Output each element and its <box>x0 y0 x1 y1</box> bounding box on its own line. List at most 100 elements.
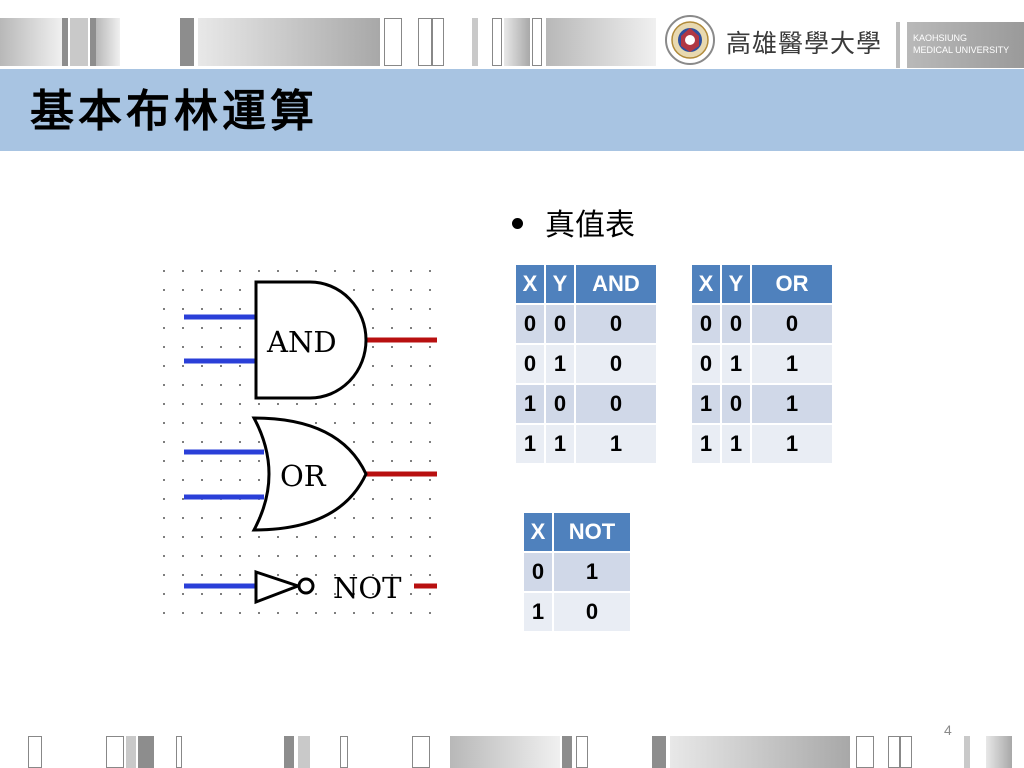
table-header-row: X NOT <box>524 513 630 551</box>
table-cell: 1 <box>516 425 544 463</box>
decor-bar <box>856 736 874 768</box>
column-header: X <box>692 265 720 303</box>
decor-bar <box>504 18 530 66</box>
logic-gate-diagram: AND OR NOT <box>160 262 442 618</box>
page-title: 基本布林運算 <box>30 86 318 137</box>
column-header: AND <box>576 265 656 303</box>
table-cell: 0 <box>722 305 750 343</box>
not-gate-label: NOT <box>333 571 402 605</box>
university-english-name: KAOHSIUNG MEDICAL UNIVERSITY <box>907 22 1024 68</box>
table-cell: 0 <box>516 345 544 383</box>
column-header: Y <box>722 265 750 303</box>
decor-bar <box>126 736 136 768</box>
decor-bar <box>652 736 666 768</box>
decor-bar <box>492 18 502 66</box>
table-row: 1 1 1 <box>692 425 832 463</box>
table-cell: 1 <box>524 593 552 631</box>
decor-bar <box>96 18 120 66</box>
decor-bar <box>340 736 348 768</box>
table-cell: 1 <box>722 425 750 463</box>
not-gate-bubble <box>297 577 315 595</box>
bullet-text: 真值表 <box>545 208 635 243</box>
table-cell: 0 <box>546 385 574 423</box>
table-cell: 1 <box>722 345 750 383</box>
decor-bar <box>900 736 912 768</box>
table-header-row: X Y OR <box>692 265 832 303</box>
decor-bar <box>62 18 68 66</box>
header-decoration <box>0 0 1024 68</box>
table-row: 0 1 <box>524 553 630 591</box>
table-row: 1 0 1 <box>692 385 832 423</box>
column-header: Y <box>546 265 574 303</box>
table-cell: 0 <box>692 305 720 343</box>
table-header-row: X Y AND <box>516 265 656 303</box>
table-cell: 0 <box>752 305 832 343</box>
not-gate: NOT <box>184 569 437 605</box>
logo-en-line1: KAOHSIUNG <box>913 33 968 43</box>
decor-bar <box>532 18 542 66</box>
decor-bar <box>418 18 432 66</box>
or-gate-label: OR <box>280 459 327 493</box>
table-cell: 1 <box>546 425 574 463</box>
decor-bar <box>576 736 588 768</box>
decor-bar <box>176 736 182 768</box>
not-gate-body <box>254 569 303 605</box>
table-cell: 0 <box>516 305 544 343</box>
table-cell: 0 <box>554 593 630 631</box>
table-cell: 1 <box>752 385 832 423</box>
table-row: 0 1 1 <box>692 345 832 383</box>
decor-bar <box>562 736 572 768</box>
bullet-dot-icon <box>512 217 523 229</box>
table-cell: 1 <box>692 425 720 463</box>
decor-bar <box>90 18 96 66</box>
decor-bar <box>546 18 656 66</box>
decor-bar <box>888 736 900 768</box>
decor-bar <box>28 736 42 768</box>
table-cell: 1 <box>692 385 720 423</box>
table-row: 1 1 1 <box>516 425 656 463</box>
table-cell: 1 <box>752 345 832 383</box>
decor-bar <box>450 736 560 768</box>
decor-bar <box>138 736 154 768</box>
or-gate: OR <box>184 416 437 532</box>
column-header: NOT <box>554 513 630 551</box>
decor-bar <box>70 18 88 66</box>
or-truth-table: X Y OR 0 0 0 0 1 1 1 0 1 1 1 1 <box>690 263 834 465</box>
table-cell: 0 <box>546 305 574 343</box>
decor-bar <box>198 18 380 66</box>
decor-bar <box>0 18 62 66</box>
decor-bar <box>964 736 970 768</box>
table-row: 0 0 0 <box>692 305 832 343</box>
table-cell: 0 <box>692 345 720 383</box>
table-cell: 1 <box>516 385 544 423</box>
logo-divider <box>896 22 900 68</box>
table-cell: 0 <box>576 305 656 343</box>
footer-decoration <box>0 730 1024 768</box>
and-truth-table: X Y AND 0 0 0 0 1 0 1 0 0 1 1 1 <box>514 263 658 465</box>
column-header: X <box>524 513 552 551</box>
decor-bar <box>670 736 850 768</box>
table-cell: 1 <box>546 345 574 383</box>
table-row: 0 1 0 <box>516 345 656 383</box>
and-gate-body <box>254 280 368 400</box>
bullet-item: 真值表 <box>512 200 635 244</box>
table-cell: 0 <box>576 345 656 383</box>
decor-bar <box>284 736 294 768</box>
table-cell: 0 <box>576 385 656 423</box>
table-cell: 1 <box>554 553 630 591</box>
university-seal-icon <box>665 15 715 65</box>
table-row: 0 0 0 <box>516 305 656 343</box>
column-header: OR <box>752 265 832 303</box>
decor-bar <box>472 18 478 66</box>
table-cell: 1 <box>576 425 656 463</box>
table-cell: 1 <box>752 425 832 463</box>
decor-bar <box>412 736 430 768</box>
table-row: 1 0 <box>524 593 630 631</box>
table-cell: 0 <box>722 385 750 423</box>
university-logo: 高雄醫學大學 KAOHSIUNG MEDICAL UNIVERSITY <box>664 14 1024 68</box>
title-bar: 基本布林運算 <box>0 69 1024 151</box>
decor-bar <box>384 18 402 66</box>
not-truth-table: X NOT 0 1 1 0 <box>522 511 632 633</box>
and-gate-label: AND <box>266 325 337 359</box>
table-row: 1 0 0 <box>516 385 656 423</box>
